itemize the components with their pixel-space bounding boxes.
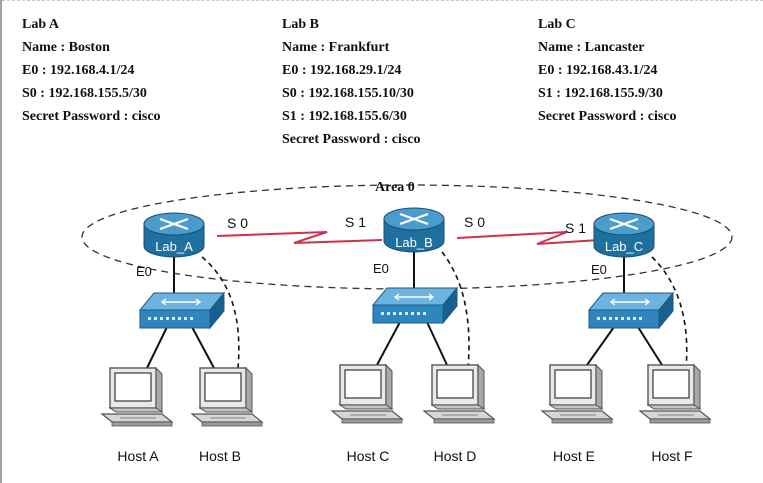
lab-c-password: Secret Password : cisco bbox=[538, 109, 677, 124]
lab-c-s1-label: S 1 bbox=[565, 220, 586, 236]
lab-b-s0-label: S 0 bbox=[464, 214, 485, 230]
switch-arrows-icon bbox=[160, 298, 202, 306]
link-switch-b-host-c bbox=[376, 321, 401, 366]
lab-b-e0: E0 : 192.168.29.1/24 bbox=[282, 63, 402, 78]
router-lab-b: Lab_B bbox=[383, 207, 445, 253]
host-d-label: Host D bbox=[434, 448, 477, 464]
console-cable-lab-b bbox=[441, 251, 470, 369]
link-switch-a-host-a bbox=[146, 326, 168, 369]
lab-b-info: Lab B Name : Frankfurt E0 : 192.168.29.1… bbox=[282, 13, 421, 151]
router-lab-c: Lab_C bbox=[593, 212, 655, 258]
link-switch-b-host-d bbox=[426, 321, 448, 366]
lab-a-password: Secret Password : cisco bbox=[22, 109, 161, 124]
lab-a-s0-label: S 0 bbox=[227, 215, 248, 231]
link-switch-c-host-e bbox=[586, 326, 615, 366]
host-c-computer-icon bbox=[331, 364, 403, 424]
host-a-label: Host A bbox=[117, 448, 159, 464]
console-cable-lab-a bbox=[201, 256, 240, 369]
lab-a-e0: E0 : 192.168.4.1/24 bbox=[22, 63, 135, 78]
lab-a-name: Name : Boston bbox=[22, 40, 110, 55]
lab-c-name: Name : Lancaster bbox=[538, 40, 645, 55]
lab-a-s0: S0 : 192.168.155.5/30 bbox=[22, 86, 147, 101]
lab-b-e0-label: E0 bbox=[373, 261, 389, 276]
switch-lab-a bbox=[138, 291, 226, 330]
switch-arrows-icon bbox=[393, 293, 435, 301]
serial-link-b-c bbox=[456, 231, 600, 245]
switch-arrows-icon bbox=[609, 298, 651, 306]
page-top-border bbox=[2, 0, 763, 7]
link-switch-a-host-b bbox=[191, 326, 215, 369]
router-lab-a-label: Lab_A bbox=[155, 239, 193, 254]
lab-c-e0-label: E0 bbox=[591, 262, 607, 277]
lab-b-s1: S1 : 192.168.155.6/30 bbox=[282, 109, 407, 124]
lab-a-info: Lab A Name : Boston E0 : 192.168.4.1/24 … bbox=[22, 13, 161, 128]
lab-b-title: Lab B bbox=[282, 17, 319, 32]
router-arrows-icon bbox=[159, 217, 189, 231]
lab-c-info: Lab C Name : Lancaster E0 : 192.168.43.1… bbox=[538, 13, 677, 128]
host-c-label: Host C bbox=[347, 448, 390, 464]
host-e-computer-icon bbox=[541, 364, 613, 424]
host-b-label: Host B bbox=[199, 448, 241, 464]
host-f-computer-icon bbox=[639, 364, 711, 424]
router-lab-b-label: Lab_B bbox=[395, 235, 433, 250]
switch-lab-c bbox=[587, 291, 675, 330]
lab-c-title: Lab C bbox=[538, 17, 576, 32]
host-f-label: Host F bbox=[651, 448, 692, 464]
switch-lab-b bbox=[371, 286, 459, 325]
host-e-label: Host E bbox=[553, 448, 595, 464]
lab-a-title: Lab A bbox=[22, 17, 59, 32]
console-cable-lab-c bbox=[651, 256, 688, 369]
host-b-computer-icon bbox=[191, 367, 263, 427]
lab-a-e0-label: E0 bbox=[136, 264, 152, 279]
host-a-computer-icon bbox=[101, 367, 173, 427]
serial-link-a-b bbox=[216, 231, 383, 244]
lab-b-s1-label: S 1 bbox=[345, 214, 366, 230]
router-lab-a: Lab_A bbox=[143, 212, 205, 258]
lab-b-name: Name : Frankfurt bbox=[282, 40, 390, 55]
router-arrows-icon bbox=[399, 212, 429, 226]
host-d-computer-icon bbox=[423, 364, 495, 424]
router-lab-c-label: Lab_C bbox=[605, 239, 643, 254]
area-0-label: Area 0 bbox=[375, 180, 415, 195]
lab-b-password: Secret Password : cisco bbox=[282, 132, 421, 147]
router-arrows-icon bbox=[609, 217, 639, 231]
lab-c-e0: E0 : 192.168.43.1/24 bbox=[538, 63, 658, 78]
lab-b-s0: S0 : 192.168.155.10/30 bbox=[282, 86, 414, 101]
lab-c-s1: S1 : 192.168.155.9/30 bbox=[538, 86, 663, 101]
link-switch-c-host-f bbox=[637, 326, 663, 366]
